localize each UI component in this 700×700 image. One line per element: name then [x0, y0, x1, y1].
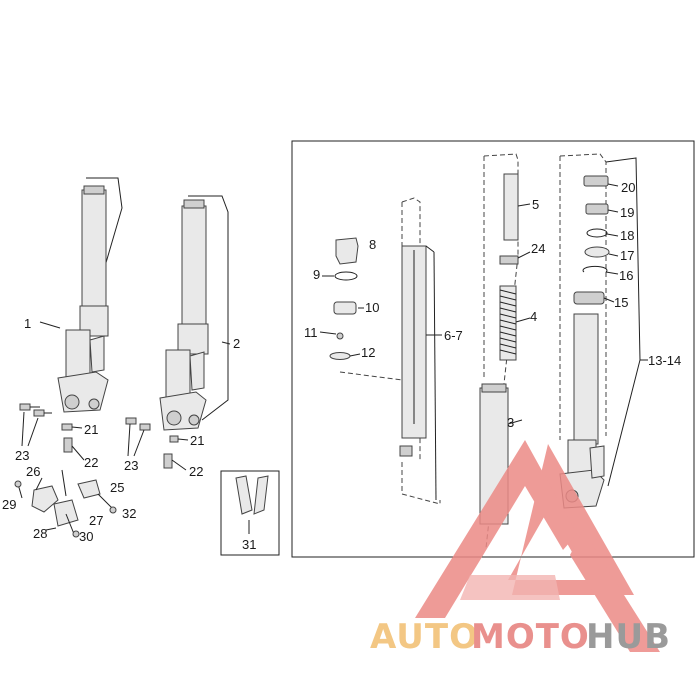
kit-31-box [220, 470, 280, 556]
label-part-1: 1 [24, 316, 31, 331]
part-labels: 1 2 3 4 5 6-7 8 9 10 11 12 13-14 15 16 1… [2, 180, 681, 552]
watermark-logo [415, 440, 660, 652]
label-part-20: 20 [621, 180, 635, 195]
spring-4 [499, 285, 517, 361]
label-part-21-a: 21 [84, 422, 98, 437]
label-part-4: 4 [530, 309, 537, 324]
label-part-22-a: 22 [84, 455, 98, 470]
label-part-32: 32 [122, 506, 136, 521]
watermark-auto-text: AUTO [370, 617, 479, 657]
label-part-16: 16 [619, 268, 633, 283]
label-part-10: 10 [365, 300, 379, 315]
label-part-22-b: 22 [189, 464, 203, 479]
fork-leg-2 [159, 195, 231, 431]
label-part-17: 17 [620, 248, 634, 263]
label-part-12: 12 [361, 345, 375, 360]
label-part-5: 5 [532, 197, 539, 212]
label-part-23-a: 23 [15, 448, 29, 463]
label-part-6-7: 6-7 [444, 328, 463, 343]
label-part-30: 30 [79, 529, 93, 544]
fork-leg-1 [39, 177, 123, 413]
hardware-group-left [14, 403, 189, 538]
label-part-26: 26 [26, 464, 40, 479]
label-part-27: 27 [89, 513, 103, 528]
label-part-18: 18 [620, 228, 634, 243]
label-part-29: 29 [2, 497, 16, 512]
label-part-2: 2 [233, 336, 240, 351]
label-part-25: 25 [110, 480, 124, 495]
label-part-11: 11 [304, 325, 318, 340]
watermark-moto-text: MOTO [471, 617, 590, 657]
label-part-31: 31 [242, 537, 256, 552]
label-part-15: 15 [614, 295, 628, 310]
label-part-8: 8 [369, 237, 376, 252]
label-part-21-b: 21 [190, 433, 204, 448]
label-part-13-14: 13-14 [648, 353, 681, 368]
watermark-hub-text: HUB [586, 617, 671, 657]
label-part-24: 24 [531, 241, 545, 256]
label-part-19: 19 [620, 205, 634, 220]
label-part-3: 3 [507, 415, 514, 430]
label-part-23-b: 23 [124, 458, 138, 473]
label-part-28: 28 [33, 526, 47, 541]
label-part-9: 9 [313, 267, 320, 282]
watermark-wordmark: AUTO MOTO HUB [370, 617, 671, 657]
